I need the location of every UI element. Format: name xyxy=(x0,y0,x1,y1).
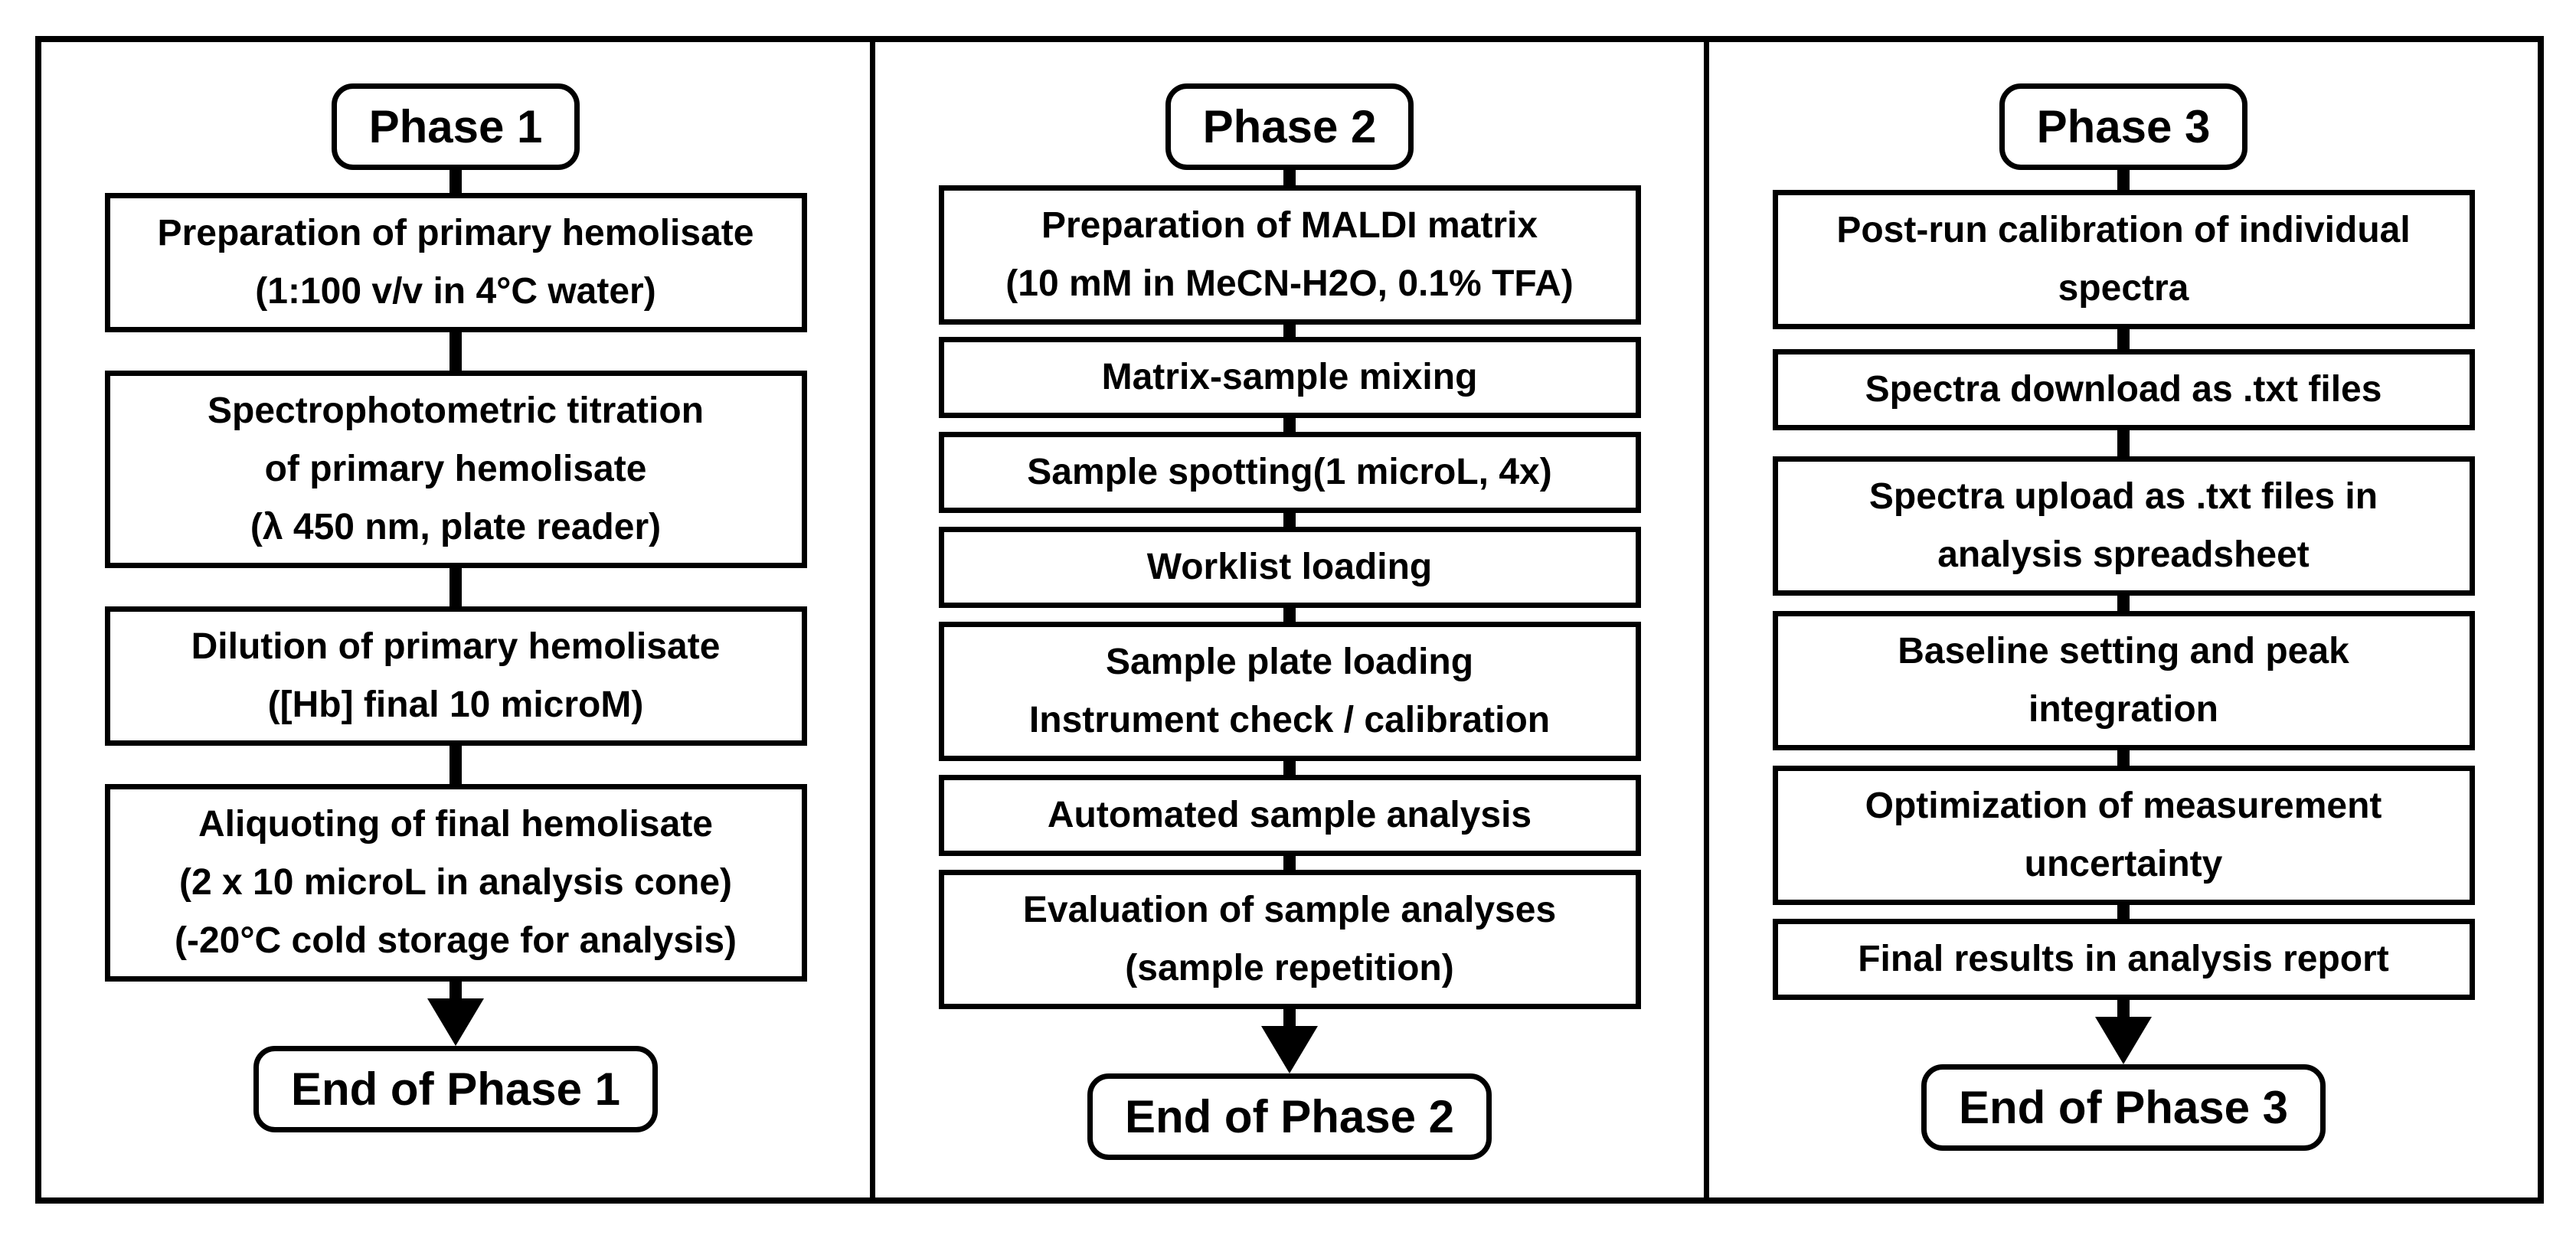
arrow-head-icon xyxy=(2095,1017,2152,1064)
step-line: spectra xyxy=(2058,268,2189,309)
step-box-optimization-uncertainty: Optimization of measurement uncertainty xyxy=(1772,766,2475,905)
step-line: Preparation of primary hemolisate xyxy=(157,213,754,253)
step-line: Matrix-sample mixing xyxy=(1101,357,1478,397)
step-box-evaluation-analyses: Evaluation of sample analyses (sample re… xyxy=(938,870,1641,1009)
phase-3-column: Phase 3 Post-run calibration of individu… xyxy=(1709,42,2538,1197)
step-box-sample-spotting: Sample spotting(1 microL, 4x) xyxy=(938,432,1641,513)
step-line: Worklist loading xyxy=(1146,547,1433,587)
step-box-worklist-loading: Worklist loading xyxy=(938,527,1641,608)
phase-2-badge: Phase 2 xyxy=(1165,83,1414,170)
connector-line xyxy=(1283,418,1296,432)
down-arrow xyxy=(1261,1009,1318,1073)
step-box-aliquoting: Aliquoting of final hemolisate (2 x 10 m… xyxy=(104,784,807,982)
step-line: (λ 450 nm, plate reader) xyxy=(250,507,662,547)
connector-line xyxy=(1283,608,1296,622)
step-line: Aliquoting of final hemolisate xyxy=(198,804,713,845)
step-line: Final results in analysis report xyxy=(1858,939,2389,979)
step-box-maldi-matrix: Preparation of MALDI matrix (10 mM in Me… xyxy=(938,185,1641,325)
step-line: (-20°C cold storage for analysis) xyxy=(174,920,737,961)
connector-line xyxy=(2117,750,2130,766)
end-of-phase-2-badge: End of Phase 2 xyxy=(1087,1073,1492,1160)
connector-line xyxy=(449,746,462,784)
connector-line xyxy=(1283,856,1296,870)
connector-line xyxy=(2117,170,2130,190)
phase-1-badge: Phase 1 xyxy=(331,83,580,170)
step-box-sample-plate-loading: Sample plate loading Instrument check / … xyxy=(938,622,1641,761)
step-line: Post-run calibration of individual xyxy=(1836,210,2411,250)
step-box-preparation-hemolisate: Preparation of primary hemolisate (1:100… xyxy=(104,193,807,332)
step-line: Sample spotting(1 microL, 4x) xyxy=(1027,452,1552,492)
step-box-automated-analysis: Automated sample analysis xyxy=(938,775,1641,856)
step-line: of primary hemolisate xyxy=(264,449,647,489)
step-box-post-run-calibration: Post-run calibration of individual spect… xyxy=(1772,190,2475,329)
connector-line xyxy=(1283,170,1296,185)
arrow-head-icon xyxy=(1261,1026,1318,1073)
connector-line xyxy=(449,568,462,606)
connector-line xyxy=(1283,325,1296,337)
connector-line xyxy=(1283,513,1296,527)
step-box-dilution: Dilution of primary hemolisate ([Hb] fin… xyxy=(104,606,807,746)
down-arrow xyxy=(427,982,484,1046)
step-line: (1:100 v/v in 4°C water) xyxy=(255,271,656,312)
connector-line xyxy=(449,170,462,193)
connector-line xyxy=(2117,329,2130,349)
step-box-spectra-upload: Spectra upload as .txt files in analysis… xyxy=(1772,456,2475,596)
connector-line xyxy=(449,332,462,371)
arrow-head-icon xyxy=(427,998,484,1046)
step-line: ([Hb] final 10 microM) xyxy=(267,684,644,725)
connector-line xyxy=(1283,761,1296,775)
connector-line xyxy=(2117,596,2130,611)
step-line: Preparation of MALDI matrix xyxy=(1041,205,1538,246)
phase-2-column: Phase 2 Preparation of MALDI matrix (10 … xyxy=(875,42,1709,1197)
step-line: (sample repetition) xyxy=(1125,948,1454,988)
arrow-stem xyxy=(1283,1009,1296,1026)
step-line: (10 mM in MeCN-H2O, 0.1% TFA) xyxy=(1005,263,1574,304)
step-line: Baseline setting and peak xyxy=(1898,631,2349,671)
step-box-spectra-download: Spectra download as .txt files xyxy=(1772,349,2475,430)
step-box-spectrophotometric-titration: Spectrophotometric titration of primary … xyxy=(104,371,807,568)
phase-1-column: Phase 1 Preparation of primary hemolisat… xyxy=(41,42,875,1197)
down-arrow xyxy=(2095,1000,2152,1064)
step-line: Instrument check / calibration xyxy=(1028,700,1551,740)
connector-line xyxy=(2117,430,2130,456)
phase-3-badge: Phase 3 xyxy=(1999,83,2248,170)
step-line: integration xyxy=(2028,689,2218,730)
step-box-baseline-peak-integration: Baseline setting and peak integration xyxy=(1772,611,2475,750)
step-line: Spectrophotometric titration xyxy=(207,390,704,431)
step-box-final-results: Final results in analysis report xyxy=(1772,919,2475,1000)
connector-line xyxy=(2117,905,2130,919)
step-line: Optimization of measurement xyxy=(1865,786,2382,826)
arrow-stem xyxy=(2117,1000,2130,1017)
step-line: Spectra download as .txt files xyxy=(1865,369,2382,410)
step-line: (2 x 10 microL in analysis cone) xyxy=(178,862,733,903)
step-box-matrix-sample-mixing: Matrix-sample mixing xyxy=(938,337,1641,418)
step-line: Spectra upload as .txt files in xyxy=(1868,476,2378,517)
step-line: analysis spreadsheet xyxy=(1937,534,2310,575)
step-line: Automated sample analysis xyxy=(1047,795,1532,835)
end-of-phase-3-badge: End of Phase 3 xyxy=(1921,1064,2326,1151)
step-line: Dilution of primary hemolisate xyxy=(191,626,721,667)
end-of-phase-1-badge: End of Phase 1 xyxy=(253,1046,659,1132)
step-line: uncertainty xyxy=(2024,844,2223,884)
step-line: Evaluation of sample analyses xyxy=(1022,890,1557,930)
diagram-frame: Phase 1 Preparation of primary hemolisat… xyxy=(35,36,2544,1204)
arrow-stem xyxy=(449,982,462,998)
step-line: Sample plate loading xyxy=(1105,642,1474,682)
